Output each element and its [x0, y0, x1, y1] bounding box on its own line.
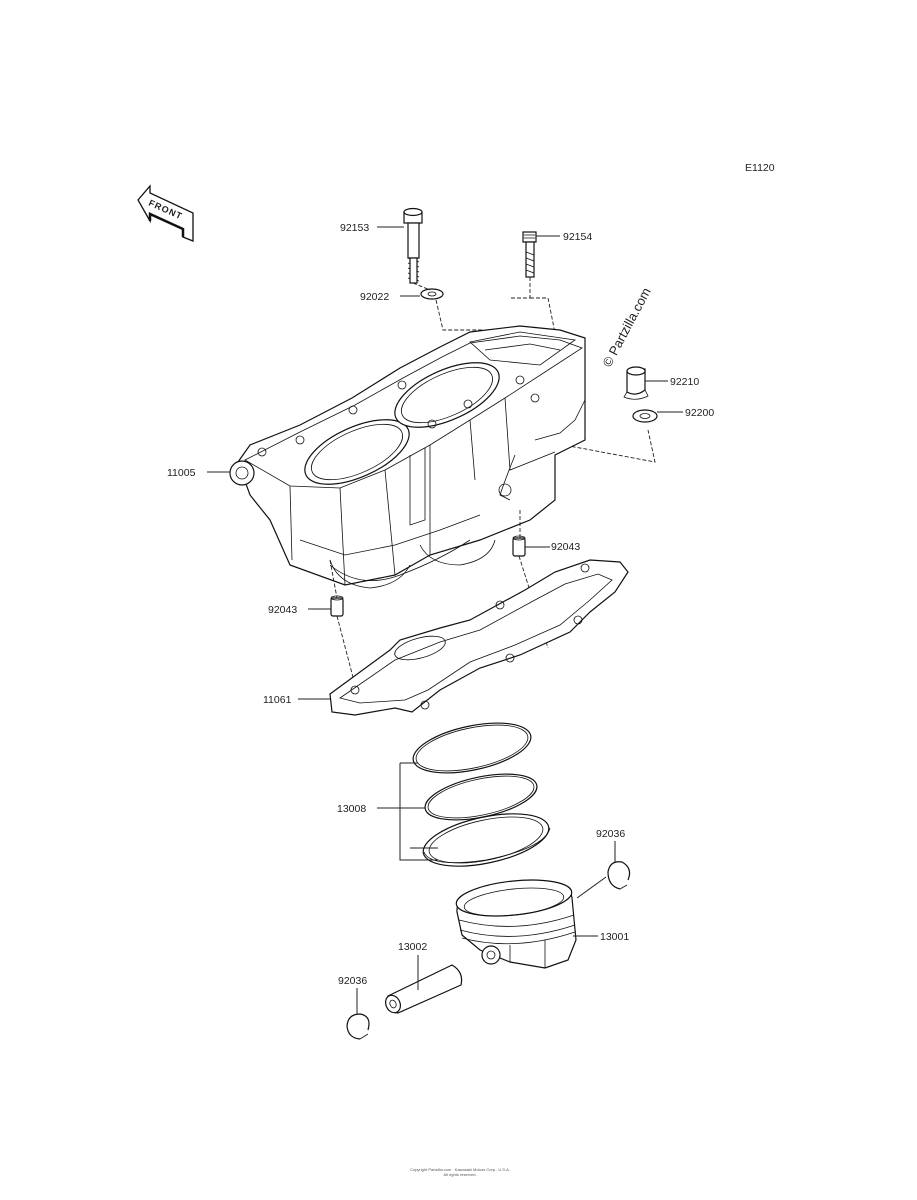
part-label-92036-right[interactable]: 92036 — [596, 828, 625, 840]
part-label-92043-right[interactable]: 92043 — [551, 541, 580, 553]
bolt-92154[interactable] — [522, 231, 537, 278]
part-label-11061[interactable]: 11061 — [263, 694, 292, 706]
piston-pin-13002[interactable] — [383, 964, 463, 1015]
part-label-92154[interactable]: 92154 — [563, 231, 592, 243]
watermark: © Partzilla.com — [599, 285, 653, 369]
part-label-11005[interactable]: 11005 — [167, 467, 196, 479]
copyright-line-1: Copyright Partzilla.com · Kawasaki Motor… — [410, 1167, 510, 1172]
part-label-92210[interactable]: 92210 — [670, 376, 699, 388]
part-label-13008[interactable]: 13008 — [337, 803, 366, 815]
diagram-code: E1120 — [745, 162, 775, 174]
fitting-92210[interactable] — [623, 366, 649, 400]
part-label-92200[interactable]: 92200 — [685, 407, 714, 419]
part-label-92036-left[interactable]: 92036 — [338, 975, 367, 987]
copyright-line-2: All rights reserved. — [443, 1172, 477, 1177]
circlip-92036-right[interactable] — [607, 861, 631, 890]
dowel-pin-92043-left[interactable] — [330, 595, 344, 617]
base-gasket-11061[interactable] — [329, 559, 629, 716]
cylinder-block-11005[interactable] — [229, 325, 586, 589]
part-label-13002[interactable]: 13002 — [398, 941, 427, 953]
part-label-13001[interactable]: 13001 — [600, 931, 629, 943]
copyright-note: Copyright Partzilla.com · Kawasaki Motor… — [300, 1167, 620, 1177]
piston-rings-13008[interactable] — [409, 714, 554, 876]
part-label-92153[interactable]: 92153 — [340, 222, 369, 234]
washer-92022[interactable] — [420, 288, 444, 300]
dowel-pin-92043-right[interactable] — [512, 535, 526, 557]
part-label-92022[interactable]: 92022 — [360, 291, 389, 303]
part-label-92043-left[interactable]: 92043 — [268, 604, 297, 616]
piston-13001[interactable] — [455, 875, 577, 969]
washer-92200[interactable] — [632, 409, 658, 423]
circlip-92036-left[interactable] — [346, 1013, 370, 1040]
front-arrow-icon: FRONT — [137, 184, 194, 242]
bolt-92153[interactable] — [403, 207, 423, 284]
